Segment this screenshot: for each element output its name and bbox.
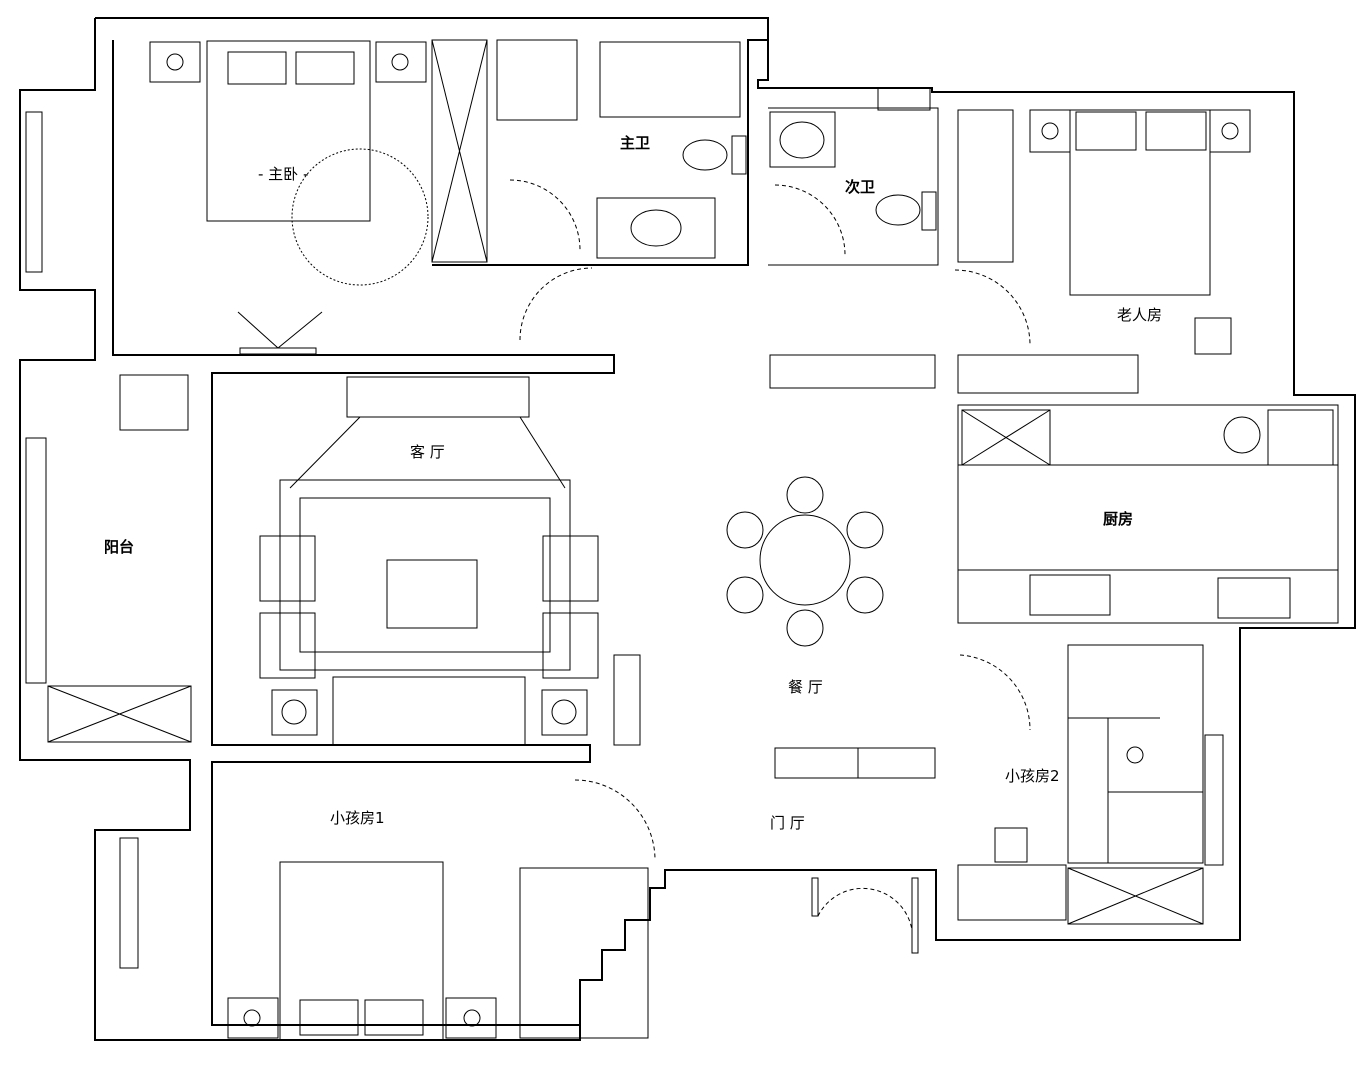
wardrobe — [431, 39, 488, 263]
kids-room-2: 小孩房2 — [957, 644, 1224, 925]
armchair — [542, 612, 599, 679]
room-label-kids-room-2: 小孩房2 — [1005, 767, 1060, 785]
room-label-dining-room: 餐 厅 — [788, 678, 823, 696]
room-label-kids-room-1: 小孩房1 — [330, 809, 385, 827]
shoe-cabinet — [774, 747, 936, 779]
outer-walls — [19, 17, 1356, 1041]
sink — [769, 111, 836, 168]
room-label-kitchen: 厨房 — [1103, 510, 1133, 528]
balcony: 阳台 — [25, 111, 192, 743]
bed — [1067, 644, 1204, 864]
toilet — [682, 139, 728, 171]
kids-room-1: 小孩房1 — [119, 779, 656, 1041]
tv-cabinet — [346, 376, 530, 418]
wardrobe — [957, 109, 1014, 263]
stove — [1029, 574, 1111, 616]
foyer: 门 厅 — [770, 747, 936, 954]
nightstand — [375, 41, 427, 83]
cabinet — [1067, 867, 1204, 925]
door-swing — [519, 267, 593, 341]
kitchen-sink — [1217, 577, 1291, 619]
sofa — [332, 676, 526, 746]
toilet — [875, 194, 921, 226]
nightstand — [149, 41, 201, 83]
chair — [994, 827, 1028, 863]
room-label-second-bath: 次卫 — [845, 178, 875, 196]
room-label-balcony: 阳台 — [104, 538, 134, 556]
entry-door[interactable] — [911, 877, 919, 954]
room-label-master-bath: 主卫 — [620, 134, 650, 152]
room-label-living-room: 客 厅 — [410, 443, 445, 461]
vanity — [596, 197, 716, 259]
room-label-foyer: 门 厅 — [770, 814, 805, 832]
elder-room: 老人房 — [954, 109, 1251, 394]
entry-door[interactable] — [811, 877, 819, 917]
armchair — [542, 535, 599, 602]
bed — [1069, 109, 1211, 296]
room-label-master-bedroom: - 主卧 - — [258, 165, 308, 183]
living-room: 客 厅 — [259, 376, 641, 746]
coffee-table — [386, 559, 478, 629]
master-bath: 主卫 — [496, 39, 747, 259]
shower — [496, 39, 578, 121]
second-bath: 次卫 — [768, 87, 939, 266]
bed — [279, 861, 444, 1041]
rug — [279, 479, 571, 671]
room-label-elder-room: 老人房 — [1117, 306, 1162, 324]
cabinet — [47, 685, 192, 743]
bathtub — [599, 41, 741, 118]
dining-room: 餐 厅 — [726, 354, 936, 696]
washer — [119, 374, 189, 431]
armchair — [259, 535, 316, 602]
armchair — [259, 612, 316, 679]
master-bedroom: - 主卧 - — [149, 39, 488, 355]
wardrobe — [519, 867, 649, 1039]
chair — [1194, 317, 1232, 355]
bed — [206, 40, 371, 222]
round-rug — [291, 148, 429, 286]
door-swing — [774, 184, 846, 256]
kitchen: 厨房 — [957, 404, 1339, 624]
dining-table — [759, 514, 851, 606]
desk — [957, 864, 1067, 921]
